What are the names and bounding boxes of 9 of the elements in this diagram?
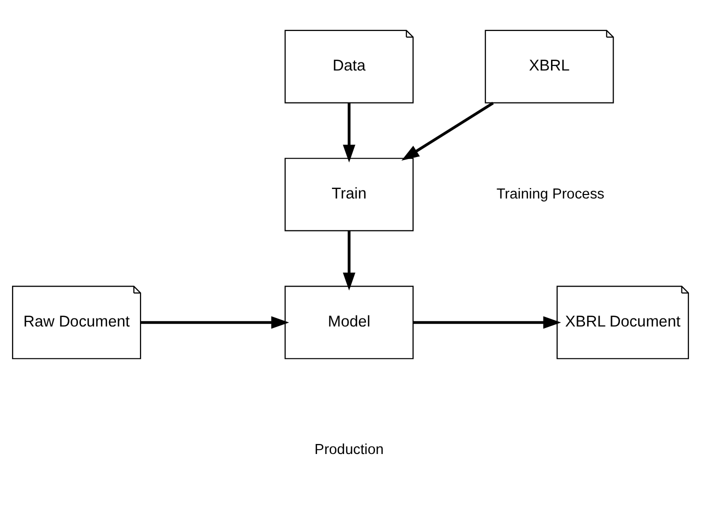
node-box: Train bbox=[284, 158, 414, 232]
node-box: Model bbox=[284, 286, 414, 360]
arrow bbox=[342, 231, 356, 290]
arrow bbox=[401, 102, 494, 161]
arrow bbox=[413, 316, 562, 329]
label: Training Process bbox=[496, 186, 604, 202]
label: Production bbox=[314, 442, 384, 458]
arrow bbox=[140, 316, 290, 329]
arrow bbox=[342, 103, 356, 163]
